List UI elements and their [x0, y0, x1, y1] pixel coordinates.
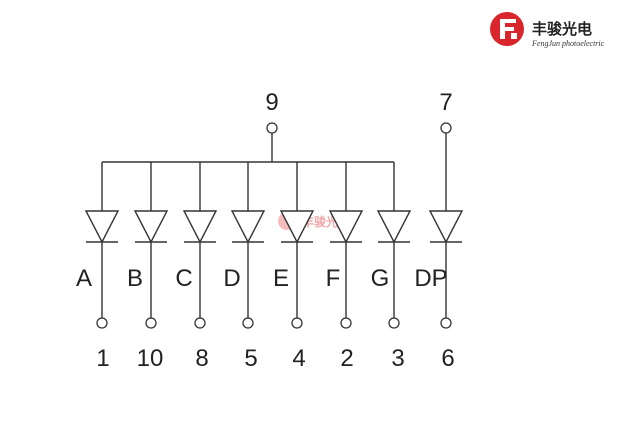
common-pin-9-terminal: [266, 122, 278, 134]
brand-name: 丰骏光电: [532, 20, 592, 38]
brand-logo: 丰骏光电 FengJun photoelectric: [490, 12, 605, 48]
segment-c-pin-number: 8: [195, 345, 208, 372]
segment-dp-pin-number: 6: [441, 345, 454, 372]
segment-dp-diode: [428, 210, 464, 244]
brand-logo-dot: [511, 33, 517, 39]
segment-c-terminal: [194, 317, 206, 329]
segment-c-label: C: [175, 265, 192, 292]
segment-e-terminal: [291, 317, 303, 329]
segment-d-label: D: [223, 265, 240, 292]
segment-e-label: E: [273, 265, 289, 292]
segment-a-label: A: [76, 265, 92, 292]
segment-b-pin-number: 10: [137, 345, 164, 372]
segment-a-pin-number: 1: [96, 345, 109, 372]
segment-g-terminal: [388, 317, 400, 329]
segment-d-pin-number: 5: [244, 345, 257, 372]
segment-d-terminal: [242, 317, 254, 329]
segment-e-diode: [279, 210, 315, 244]
segment-b-terminal: [145, 317, 157, 329]
common-pin-7-terminal: [440, 122, 452, 134]
segment-e-pin-number: 4: [292, 345, 305, 372]
segment-b-label: B: [127, 265, 143, 292]
segment-f-terminal: [340, 317, 352, 329]
segment-d-diode: [230, 210, 266, 244]
segment-g-diode: [376, 210, 412, 244]
segment-dp-terminal: [440, 317, 452, 329]
common-pin-7-number: 7: [439, 89, 452, 116]
segment-f-diode: [328, 210, 364, 244]
segment-f-pin-number: 2: [340, 345, 353, 372]
segment-diodes: A 1 B 10 C 8 D 5 E 4 F 2 G 3 DP 6: [76, 133, 464, 372]
segment-b-diode: [133, 210, 169, 244]
segment-dp-label: DP: [414, 265, 447, 292]
segment-c-diode: [182, 210, 218, 244]
brand-logo-glyph: [500, 19, 516, 39]
brand-subtitle: FengJun photoelectric: [531, 39, 605, 48]
segment-f-label: F: [326, 265, 341, 292]
segment-a-terminal: [96, 317, 108, 329]
common-pin-9-number: 9: [265, 89, 278, 116]
segment-a-diode: [84, 210, 120, 244]
segment-g-pin-number: 3: [391, 345, 404, 372]
segment-g-label: G: [371, 265, 390, 292]
